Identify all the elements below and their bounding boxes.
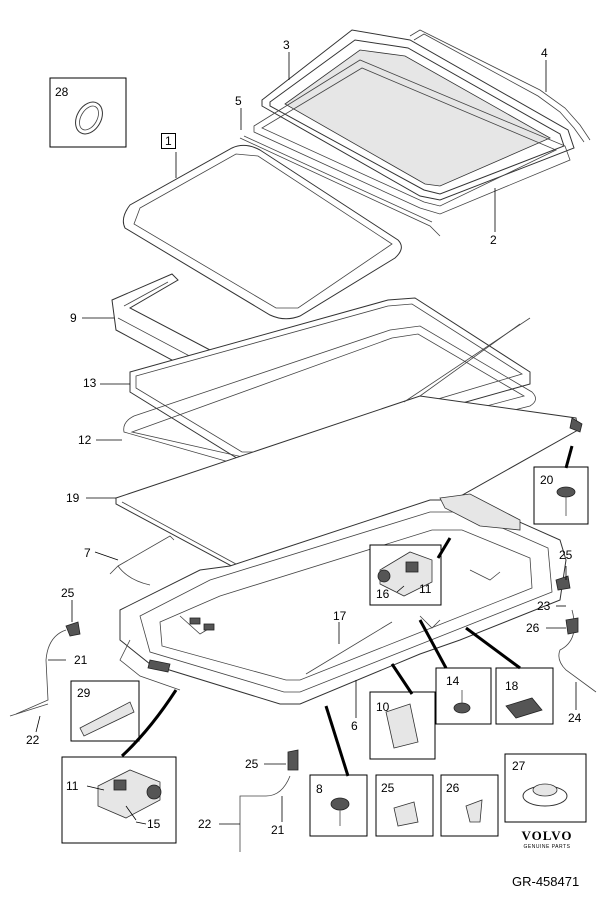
detail-box-8 [309, 774, 368, 837]
callout-18: 18 [505, 679, 519, 693]
callout-25a: 25 [61, 586, 75, 600]
detail-box-motor-bottom [61, 756, 177, 844]
callout-25d: 25 [381, 781, 395, 795]
callout-15: 15 [147, 817, 161, 831]
callout-25c: 25 [245, 757, 259, 771]
callout-28: 28 [55, 85, 69, 99]
callout-22b: 22 [198, 817, 212, 831]
detail-box-motor-top [369, 544, 442, 606]
part-25-clips [65, 575, 571, 771]
callout-4: 4 [541, 46, 548, 60]
part-21-drain-hose-left [9, 629, 67, 717]
detail-box-20 [533, 466, 589, 525]
callout-11b: 11 [66, 779, 79, 793]
detail-box-14 [435, 667, 492, 725]
callout-25b: 25 [559, 548, 573, 562]
callout-19: 19 [66, 491, 80, 505]
callout-2: 2 [490, 233, 497, 247]
part-6-sunroof-frame [119, 493, 567, 705]
detail-box-26 [440, 774, 499, 837]
part-7-cable [109, 535, 175, 586]
part-3-seal-frame [261, 29, 575, 201]
detail-leader-20 [564, 445, 574, 469]
callout-26b: 26 [446, 781, 460, 795]
brand-subtitle: GENUINE PARTS [523, 844, 571, 850]
part-17-strip [305, 621, 393, 675]
detail-box-10 [369, 691, 436, 760]
part-26-clip [565, 617, 579, 635]
detail-box-27 [504, 753, 587, 823]
callout-21b: 21 [271, 823, 285, 837]
callout-1: 1 [161, 133, 176, 149]
detail-leader-motor-top [436, 537, 452, 559]
brand-name: VOLVO [521, 828, 573, 843]
callout-6: 6 [351, 719, 358, 733]
brand-logo: VOLVO GENUINE PARTS [512, 828, 582, 850]
callout-7: 7 [84, 546, 91, 560]
callout-27: 27 [512, 759, 526, 773]
callout-17: 17 [333, 609, 347, 623]
callout-11a: 11 [419, 582, 432, 596]
callout-9: 9 [70, 311, 77, 325]
callout-26a: 26 [526, 621, 540, 635]
callout-29: 29 [77, 686, 91, 700]
part-4-outer-seal [409, 29, 591, 143]
callout-24: 24 [568, 711, 582, 725]
detail-leader-10 [390, 663, 414, 695]
callout-22a: 22 [26, 733, 40, 747]
callout-21a: 21 [74, 653, 88, 667]
detail-box-29 [70, 680, 140, 742]
part-1-glass-panel [122, 144, 402, 320]
part-19-sunshade [115, 317, 583, 593]
part-5-seal-strip [239, 135, 441, 237]
callout-20: 20 [540, 473, 554, 487]
callout-leaders [35, 52, 577, 825]
callout-12: 12 [78, 433, 92, 447]
detail-leader-8 [324, 705, 350, 777]
detail-leader-14 [418, 619, 448, 669]
callout-16: 16 [376, 587, 390, 601]
callout-13: 13 [83, 376, 97, 390]
callout-3: 3 [283, 38, 290, 52]
reference-number: GR-458471 [512, 874, 580, 889]
detail-leader-motor-bottom [120, 689, 178, 758]
part-21-drain-hose-bottom [239, 775, 291, 852]
detail-leader-18 [465, 626, 521, 670]
detail-box-28 [49, 77, 127, 148]
callout-23: 23 [537, 599, 551, 613]
part-2-lower-seal [253, 59, 571, 215]
detail-box-18 [495, 667, 554, 725]
callout-10: 10 [376, 700, 390, 714]
callout-5: 5 [235, 94, 242, 108]
detail-box-25 [375, 774, 434, 837]
callout-14: 14 [446, 674, 460, 688]
callout-8: 8 [316, 782, 323, 796]
